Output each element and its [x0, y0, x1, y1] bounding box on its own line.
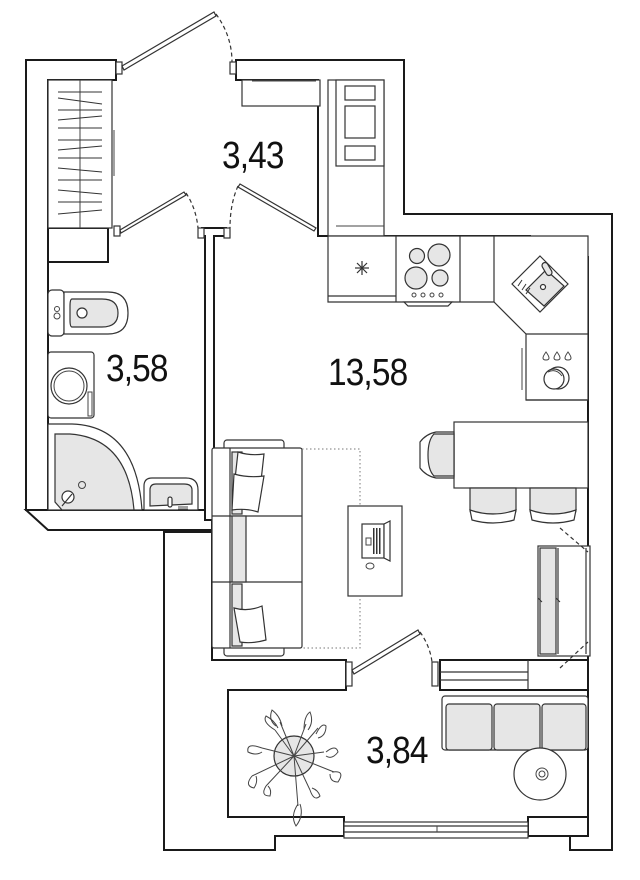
room-area-living-kitchen: 13,58 — [328, 352, 408, 394]
dining-table — [453, 421, 589, 489]
laptop-icon — [361, 520, 391, 570]
room-area-hallway: 3,43 — [222, 135, 284, 177]
chair-bottom-2 — [529, 487, 577, 524]
entrance-door[interactable] — [115, 11, 237, 75]
room-area-bathroom: 3,58 — [106, 348, 168, 390]
fan-icon — [355, 261, 369, 275]
shower-cabin — [47, 423, 143, 511]
bathroom-sink — [143, 477, 199, 511]
chair-bottom-1 — [469, 487, 517, 524]
balcony-door[interactable] — [345, 629, 529, 690]
electric-hob — [402, 243, 454, 307]
wardrobe — [47, 79, 115, 229]
balcony-bench — [441, 695, 589, 751]
closet-right — [537, 527, 591, 669]
washing-machine — [47, 351, 95, 419]
room-area-balcony: 3,84 — [366, 730, 428, 772]
sofa — [211, 439, 303, 657]
toilet — [47, 289, 129, 337]
kitchen-sink — [511, 255, 569, 313]
round-table — [513, 747, 567, 801]
chair-left — [419, 431, 455, 479]
bathroom-door[interactable] — [113, 191, 199, 237]
tall-cabinet — [327, 79, 385, 237]
living-room-door[interactable] — [197, 183, 317, 239]
balcony-window[interactable] — [343, 821, 529, 839]
hallway-shelf — [241, 79, 321, 107]
plant-icon — [247, 709, 342, 827]
dishwasher-icon — [521, 348, 572, 390]
